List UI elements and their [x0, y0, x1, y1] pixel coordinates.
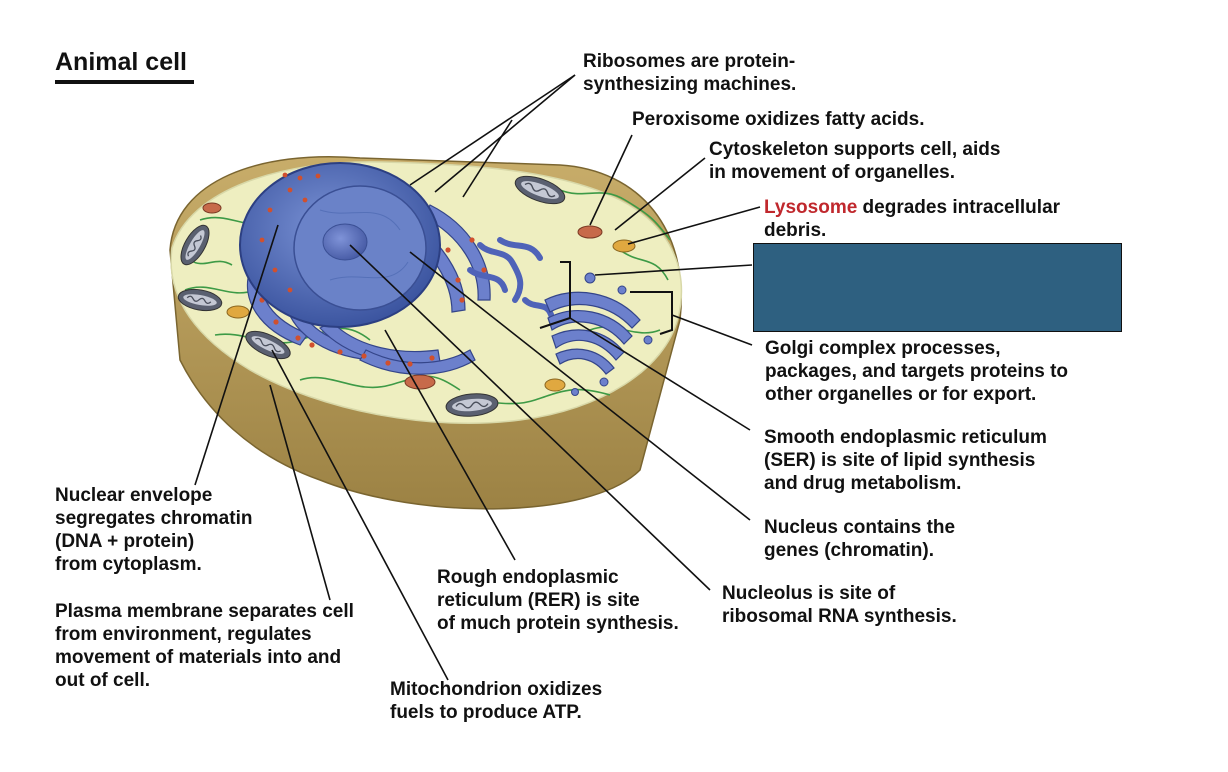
- label-cover-box: [753, 243, 1122, 332]
- peroxisome-leader: [589, 134, 633, 226]
- label-ribosomes: Ribosomes are protein- synthesizing mach…: [583, 51, 797, 95]
- label-peroxisome: Peroxisome oxidizes fatty acids.: [632, 109, 925, 130]
- plasma-membrane-leader: [269, 384, 331, 601]
- label-rer: Rough endoplasmic reticulum (RER) is sit…: [437, 567, 679, 634]
- label-golgi: Golgi complex processes, packages, and t…: [765, 338, 1069, 405]
- golgi-bracket: [630, 291, 673, 335]
- mitochondrion: [177, 288, 223, 312]
- peroxisome: [404, 374, 436, 390]
- lysosome: [544, 378, 566, 392]
- smooth-er: [467, 237, 555, 321]
- nuclear-pore-dots: [259, 172, 321, 293]
- nucleolus-leader: [349, 244, 711, 591]
- label-ser: Smooth endoplasmic reticulum (SER) is si…: [764, 427, 1047, 494]
- label-nucleolus: Nucleolus is site of ribosomal RNA synth…: [722, 583, 957, 627]
- lysosome-leader: [627, 206, 761, 245]
- lysosomes: [226, 239, 636, 392]
- label-plasma-membrane: Plasma membrane separates cell from envi…: [55, 601, 354, 691]
- mitochondrion: [514, 175, 566, 205]
- ser-leader: [569, 317, 751, 431]
- mitochondria: [177, 175, 566, 417]
- mitochondrion-leader: [271, 349, 449, 681]
- peroxisome: [202, 202, 222, 214]
- golgi-leader: [671, 314, 753, 346]
- lysosome: [612, 239, 636, 253]
- ribosomes-leader: [462, 119, 513, 198]
- bracket-markers: [539, 261, 673, 335]
- nuclear-envelope-leader: [194, 224, 279, 486]
- label-cytoskeleton: Cytoskeleton supports cell, aids in move…: [709, 139, 1001, 183]
- covered-label-leader: [594, 264, 753, 276]
- lysosome-term: Lysosome: [764, 197, 858, 218]
- mitochondrion: [445, 393, 499, 417]
- peroxisome: [577, 225, 603, 239]
- label-nucleus: Nucleus contains the genes (chromatin).: [764, 517, 956, 561]
- label-mitochondrion: Mitochondrion oxidizes fuels to produce …: [390, 679, 603, 723]
- nucleus-leader: [409, 251, 751, 521]
- ser-bracket: [539, 261, 571, 329]
- leader-lines: [194, 74, 761, 681]
- chromatin: [319, 209, 409, 281]
- title-underline: [55, 80, 194, 84]
- lysosome: [226, 305, 250, 319]
- rer-leader: [384, 329, 516, 561]
- ribosomes-leader: [434, 74, 576, 193]
- diagram-title: Animal cell: [55, 48, 187, 76]
- lysosome-description: degrades intracellular debris.: [764, 197, 1061, 241]
- golgi-vesicles: [571, 272, 653, 396]
- mitochondrion: [245, 330, 291, 360]
- label-lysosome: Lysosome degrades intracellular debris.: [764, 196, 1060, 242]
- label-nuclear-envelope: Nuclear envelope segregates chromatin (D…: [55, 485, 253, 575]
- ribosomes-leader: [409, 74, 576, 186]
- mitochondrion: [180, 224, 210, 266]
- cytoskeleton-leader: [614, 157, 706, 231]
